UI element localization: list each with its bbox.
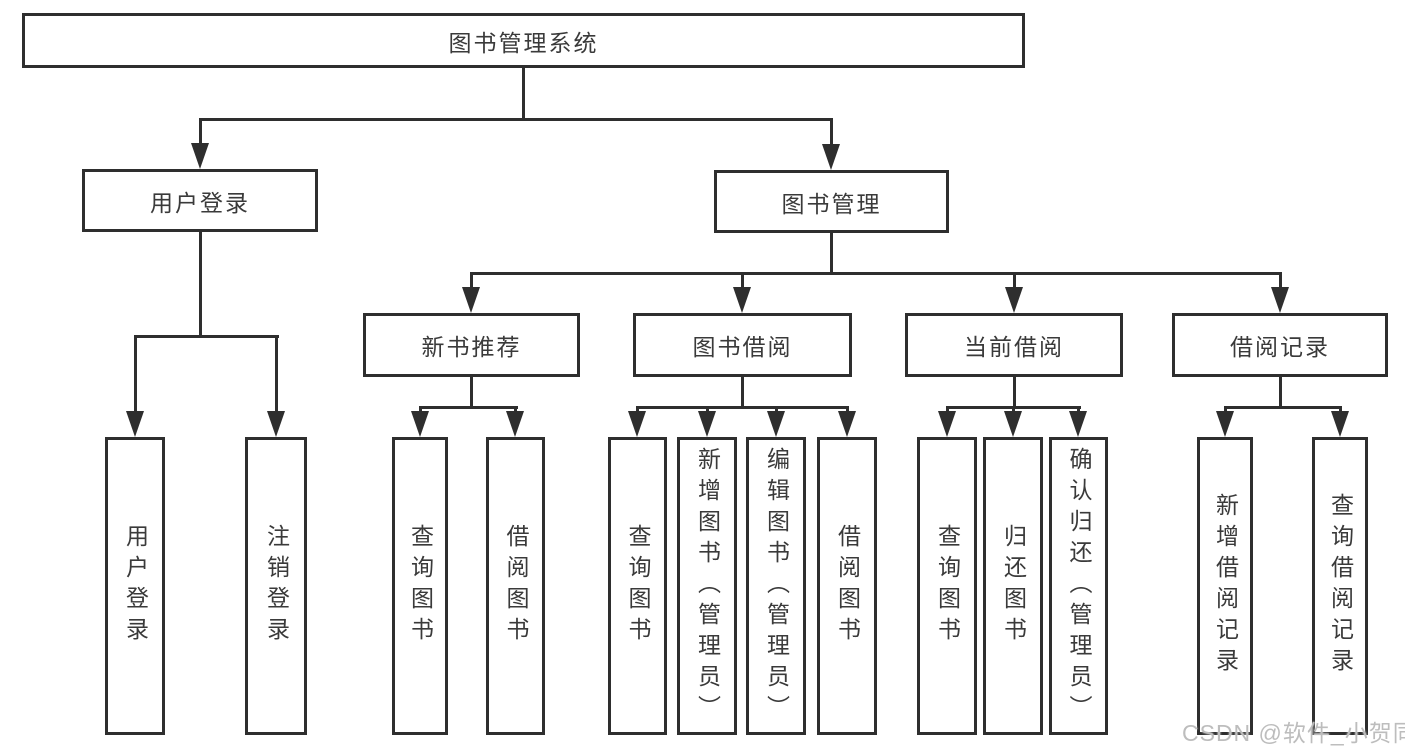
arrow-down-icon (1004, 411, 1022, 437)
arrow-down-icon (938, 411, 956, 437)
connector-line (199, 118, 833, 121)
arrow-down-icon (838, 411, 856, 437)
connector-line (419, 406, 518, 409)
arrow-down-icon (411, 411, 429, 437)
node-book-management-label: 图书管理 (781, 190, 882, 217)
node-borrow-records-label: 借阅记录 (1230, 334, 1330, 360)
arrow-down-icon (1005, 287, 1023, 313)
connector-line (1279, 272, 1282, 289)
arrow-down-icon (767, 411, 785, 437)
leaf-return-books: 归还图书 (983, 437, 1043, 735)
leaf-logout: 注销登录 (245, 437, 307, 735)
arrow-down-icon (1331, 411, 1349, 437)
leaf-query-books-current: 查询图书 (917, 437, 977, 735)
node-root: 图书管理系统 (22, 13, 1025, 68)
arrow-down-icon (1271, 287, 1289, 313)
leaf-query-books-current-label: 查询图书 (934, 524, 961, 648)
leaf-query-books-newbook: 查询图书 (392, 437, 448, 735)
leaf-confirm-return-admin-label: 确认归还（管理员） (1066, 446, 1092, 726)
arrow-down-icon (462, 287, 480, 313)
leaf-query-books-newbook-label: 查询图书 (407, 524, 434, 648)
leaf-add-book-admin: 新增图书（管理员） (677, 437, 737, 735)
leaf-add-book-admin-label: 新增图书（管理员） (694, 446, 721, 726)
leaf-borrow-books-borrow-label: 借阅图书 (834, 524, 861, 648)
connector-line (636, 406, 849, 409)
watermark: CSDN @软件_小贺同学 (1182, 720, 1405, 746)
connector-line (741, 377, 744, 409)
arrow-down-icon (698, 411, 716, 437)
node-current-borrow: 当前借阅 (905, 313, 1123, 377)
arrow-down-icon (733, 287, 751, 313)
node-borrow-records: 借阅记录 (1172, 313, 1388, 377)
leaf-add-borrow-record: 新增借阅记录 (1197, 437, 1253, 735)
connector-line (1279, 377, 1282, 409)
connector-line (134, 335, 279, 338)
leaf-edit-book-admin-label: 编辑图书（管理员） (763, 446, 790, 726)
arrow-down-icon (191, 143, 209, 169)
leaf-confirm-return-admin: 确认归还（管理员） (1049, 437, 1108, 735)
connector-line (199, 232, 202, 337)
connector-line (419, 406, 422, 414)
connector-line (275, 335, 278, 414)
node-book-management: 图书管理 (714, 170, 949, 233)
leaf-borrow-books-newbook: 借阅图书 (486, 437, 545, 735)
connector-line (741, 272, 744, 289)
leaf-return-books-label: 归还图书 (1000, 524, 1027, 648)
node-new-book-recommend-label: 新书推荐 (421, 334, 522, 360)
leaf-borrow-books-borrow: 借阅图书 (817, 437, 877, 735)
connector-line (1013, 272, 1016, 289)
arrow-down-icon (822, 144, 840, 170)
leaf-query-books-borrow: 查询图书 (608, 437, 667, 735)
connector-line (470, 272, 473, 289)
leaf-query-books-borrow-label: 查询图书 (625, 524, 651, 648)
leaf-borrow-books-newbook-label: 借阅图书 (503, 524, 529, 648)
node-user-login: 用户登录 (82, 169, 318, 232)
arrow-down-icon (1216, 411, 1234, 437)
connector-line (1224, 406, 1227, 414)
connector-line (1013, 377, 1016, 409)
leaf-user-login: 用户登录 (105, 437, 165, 735)
connector-line (706, 406, 709, 414)
node-book-borrow-label: 图书借阅 (692, 334, 793, 360)
connector-line (830, 118, 833, 147)
node-current-borrow-label: 当前借阅 (964, 334, 1064, 360)
leaf-edit-book-admin: 编辑图书（管理员） (746, 437, 806, 735)
node-user-login-label: 用户登录 (150, 189, 250, 216)
arrow-down-icon (267, 411, 285, 437)
connector-line (470, 377, 473, 409)
leaf-query-borrow-record-label: 查询借阅记录 (1327, 493, 1354, 679)
leaf-user-login-label: 用户登录 (122, 524, 149, 648)
connector-line (775, 406, 778, 414)
connector-line (1224, 406, 1342, 409)
connector-line (514, 406, 517, 414)
leaf-query-borrow-record: 查询借阅记录 (1312, 437, 1368, 735)
connector-line (134, 335, 137, 414)
connector-line (830, 233, 833, 275)
leaf-add-borrow-record-label: 新增借阅记录 (1212, 493, 1239, 679)
connector-line (946, 406, 949, 414)
arrow-down-icon (628, 411, 646, 437)
node-new-book-recommend: 新书推荐 (363, 313, 580, 377)
leaf-logout-label: 注销登录 (263, 524, 290, 648)
arrow-down-icon (506, 411, 524, 437)
connector-line (1339, 406, 1342, 414)
connector-line (846, 406, 849, 414)
connector-line (1012, 406, 1015, 414)
connector-line (199, 118, 202, 146)
arrow-down-icon (1069, 411, 1087, 437)
connector-line (470, 272, 1282, 275)
node-root-label: 图书管理系统 (448, 29, 599, 56)
connector-line (636, 406, 639, 414)
connector-line (522, 68, 525, 119)
node-book-borrow: 图书借阅 (633, 313, 852, 377)
arrow-down-icon (126, 411, 144, 437)
connector-line (1077, 406, 1080, 414)
